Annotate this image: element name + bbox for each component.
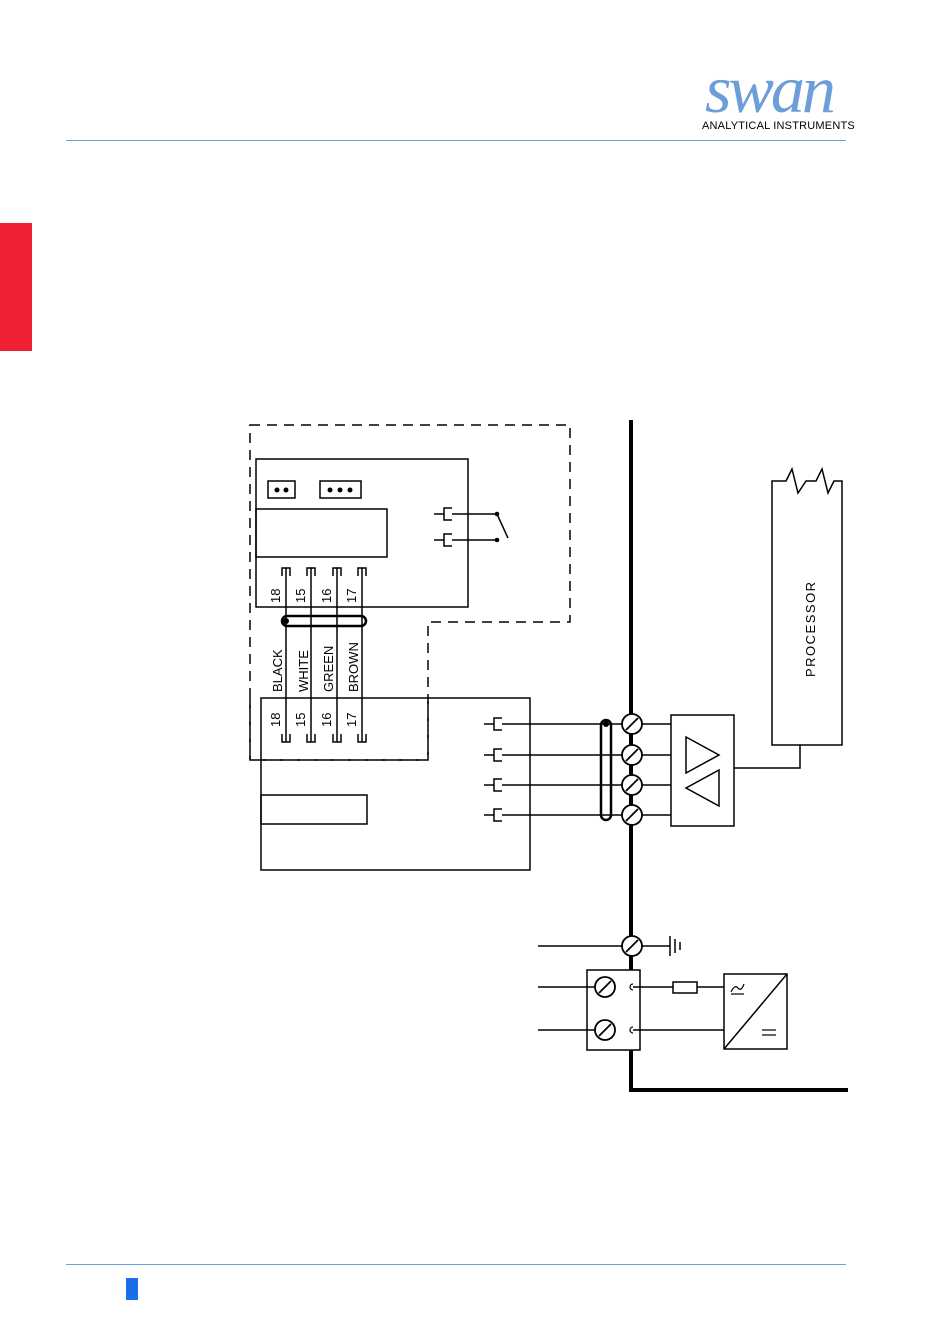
upper-terminal-label: 17 (344, 589, 359, 603)
fuse (673, 982, 697, 993)
wire-color-label: GREEN (321, 646, 336, 692)
upper-terminal-label: 18 (268, 589, 283, 603)
processor-label: PROCESSOR (803, 580, 818, 677)
lower-terminal-label: 18 (268, 713, 283, 727)
wire-color-label: BROWN (346, 642, 361, 692)
footer-rule (66, 1264, 846, 1265)
lower-terminal-label: 17 (344, 713, 359, 727)
wire-color-label: WHITE (296, 650, 311, 692)
upper-terminal-label: 15 (293, 589, 308, 603)
processor-link (734, 745, 800, 768)
cable-shield-upper (282, 616, 366, 626)
lower-display-panel (261, 795, 367, 824)
lower-terminal-label: 16 (319, 713, 334, 727)
interface-module (671, 715, 734, 826)
cable-shield-right (601, 720, 611, 820)
wire-color-label: BLACK (270, 649, 285, 692)
upper-terminal-label: 16 (319, 589, 334, 603)
module-output-terminals (484, 718, 502, 821)
lower-terminal-label: 15 (293, 713, 308, 727)
ground-icon (670, 936, 680, 956)
page-marker (126, 1278, 138, 1300)
